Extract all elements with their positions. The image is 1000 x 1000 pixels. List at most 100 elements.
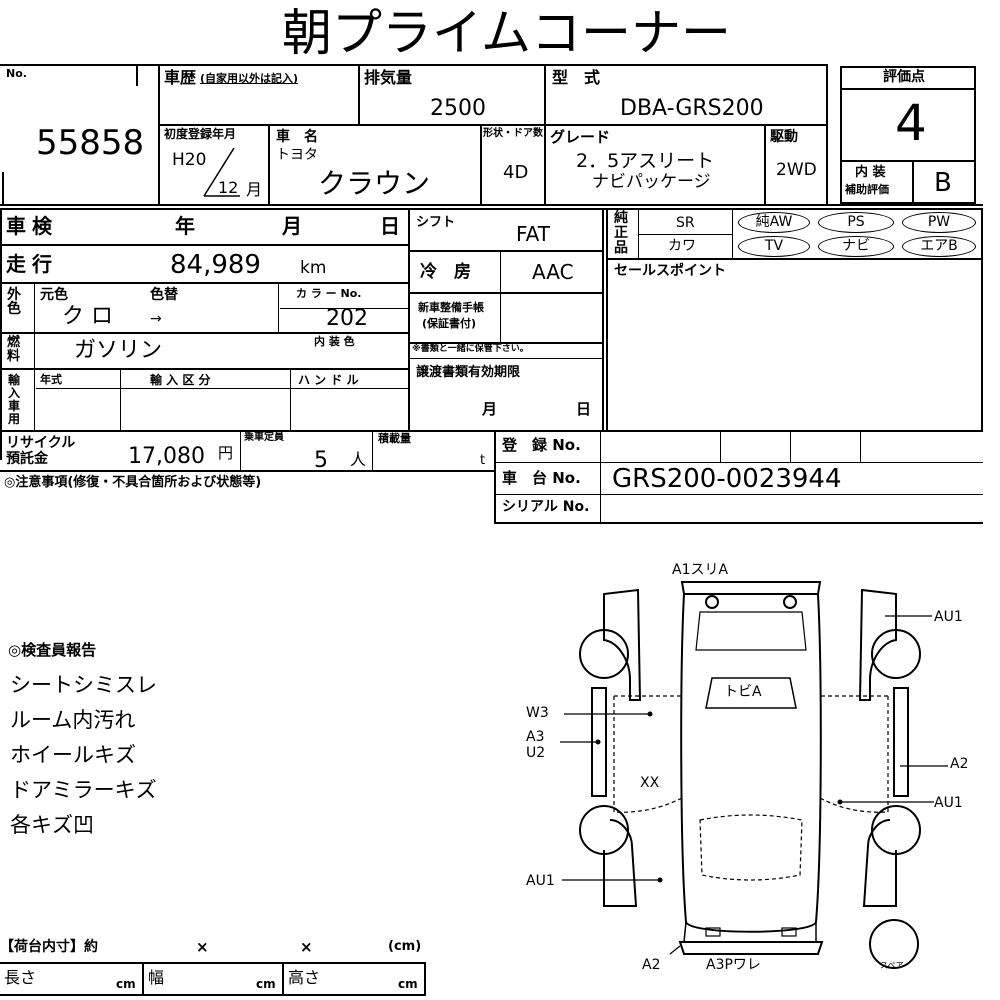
notes-label: ◎注意事項(修復・不具合箇所および状態等) xyxy=(4,475,262,490)
rule xyxy=(0,208,983,210)
recycle-label: リサイクル xyxy=(6,435,76,451)
doors-value: 4D xyxy=(503,162,529,183)
color-no: 202 xyxy=(326,306,368,331)
rule xyxy=(142,962,144,996)
rule xyxy=(268,124,270,204)
load-label: 積載量 xyxy=(378,432,411,445)
service-book-label: 新車整備手帳 xyxy=(418,301,484,314)
cargo-box xyxy=(0,962,426,996)
rule xyxy=(981,208,983,432)
ac-value: AAC xyxy=(532,260,574,284)
ext-color-label: 外色 xyxy=(7,287,21,317)
fuel-value: ガソリン xyxy=(74,338,163,363)
grade-label: グレード xyxy=(550,128,611,146)
times-2: × xyxy=(300,938,313,956)
rule xyxy=(408,250,602,252)
rule xyxy=(408,358,602,359)
grade-line1: 2．5アスリート xyxy=(576,150,715,172)
rule xyxy=(0,208,2,460)
car-diagram xyxy=(560,581,948,969)
score-value: 4 xyxy=(895,94,927,152)
inspector-note: 各キズ凹 xyxy=(10,813,94,837)
person-char: 人 xyxy=(350,450,367,469)
transfer-month: 月 xyxy=(482,400,498,418)
model-label: 型 式 xyxy=(552,68,601,87)
damage-label-au1-mid-right: AU1 xyxy=(934,795,963,811)
rule xyxy=(280,308,408,309)
day-char: 日 xyxy=(380,214,400,238)
ac-label: 冷 房 xyxy=(420,262,471,282)
import-type-label: 輸 入 区 分 xyxy=(150,373,211,387)
drive-value: 2WD xyxy=(776,160,817,180)
inspector-note: ホイールキズ xyxy=(10,743,136,767)
cm-paren: (cm) xyxy=(388,939,422,954)
score-box xyxy=(840,66,976,204)
cm-2: cm xyxy=(256,977,276,991)
rule xyxy=(494,462,983,463)
rule xyxy=(0,282,408,284)
cm-1: cm xyxy=(116,977,136,991)
mileage-label: 走行 xyxy=(6,252,58,276)
inspector-label: ◎検査員報告 xyxy=(8,641,97,659)
rule xyxy=(278,282,279,334)
rule xyxy=(826,64,828,206)
damage-label-a3: A3 xyxy=(526,729,545,745)
rule xyxy=(638,234,732,235)
year-char: 年 xyxy=(175,214,195,238)
chassis-no: GRS200-0023944 xyxy=(612,464,842,494)
rule xyxy=(240,430,241,470)
rule xyxy=(500,250,501,292)
equip-oval-tv: TV xyxy=(738,236,810,257)
car-name: クラウン xyxy=(318,167,431,200)
rule xyxy=(0,470,496,472)
color-no-label: カ ラ ー No. xyxy=(296,287,362,300)
rule xyxy=(0,332,408,334)
rule xyxy=(860,430,861,462)
displacement-label: 排気量 xyxy=(364,68,413,87)
chassis-label: 車 台 No. xyxy=(502,469,581,487)
ton-char: t xyxy=(480,453,486,468)
rule xyxy=(2,172,4,204)
history-note: (自家用以外は記入) xyxy=(200,72,299,85)
damage-label-w3: W3 xyxy=(526,705,549,721)
lot-number: 55858 xyxy=(36,123,145,163)
rule xyxy=(840,88,976,90)
length-label: 長さ xyxy=(4,968,37,987)
rule xyxy=(494,522,983,524)
first-reg-month: 12 xyxy=(218,178,239,197)
transfer-day: 日 xyxy=(576,400,592,418)
rule xyxy=(358,64,360,124)
inspection-label: 車検 xyxy=(6,214,58,238)
shift-value: FAT xyxy=(516,222,551,246)
rule xyxy=(282,962,284,996)
capacity-label: 乗車定員 xyxy=(244,432,284,443)
rule xyxy=(36,388,408,389)
slash-mark xyxy=(203,147,240,197)
rule xyxy=(602,208,604,432)
spare-tire-label: スペア xyxy=(880,961,904,970)
times-1: × xyxy=(196,938,209,956)
equip-label: 純正品 xyxy=(614,210,628,256)
rule xyxy=(544,64,546,204)
rule xyxy=(600,430,601,524)
capacity-value: 5 xyxy=(314,448,328,473)
handle-label: ハ ン ド ル xyxy=(298,373,359,387)
reg-no-label: 登 録 No. xyxy=(502,436,581,454)
damage-label-rear: A3Pワレ xyxy=(706,957,761,973)
damage-label-a2-right: A2 xyxy=(950,756,969,772)
damage-label-u2: U2 xyxy=(526,745,546,761)
rule xyxy=(790,430,791,462)
rule xyxy=(0,368,408,370)
rule xyxy=(120,370,121,430)
rule xyxy=(0,244,408,246)
mileage-unit: km xyxy=(300,258,327,278)
rule xyxy=(480,124,482,204)
rule xyxy=(408,342,602,344)
rule xyxy=(136,64,138,86)
interior-score: B xyxy=(934,168,952,198)
rule xyxy=(732,210,733,258)
yen-char: 円 xyxy=(218,444,234,462)
sales-point-label: セールスポイント xyxy=(614,263,726,279)
damage-label-front: A1スリA xyxy=(672,562,729,578)
equip-oval-airbag: エアB xyxy=(902,236,976,257)
